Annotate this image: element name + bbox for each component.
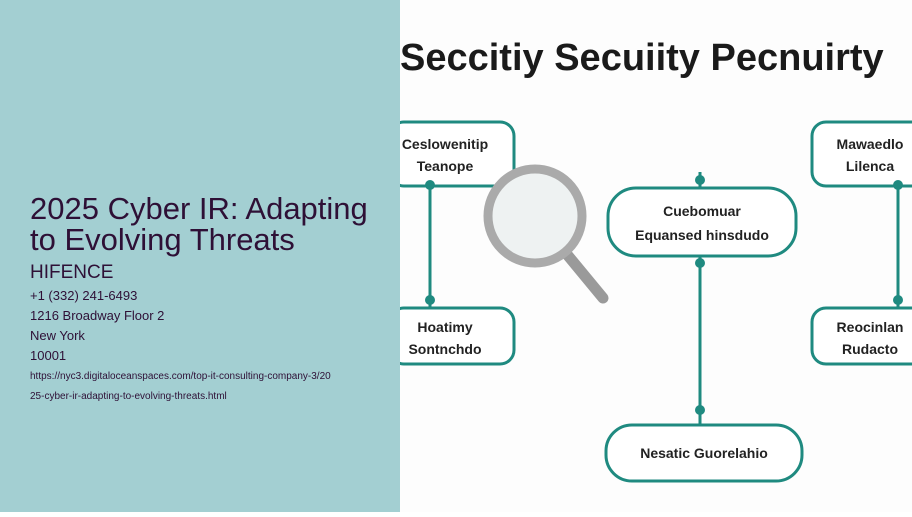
- box-center-line2: Equansed hinsdudo: [635, 227, 769, 243]
- magnifier-icon: [483, 164, 609, 304]
- city: New York: [30, 328, 85, 343]
- url-line-1[interactable]: https://nyc3.digitaloceanspaces.com/top-…: [30, 371, 331, 382]
- diagram-heading: Seccitiy Secuiity Pecnuirty: [400, 37, 884, 79]
- box-mid-left-line1: Hoatimy: [417, 319, 472, 335]
- box-top-left-line2: Teanope: [417, 158, 474, 174]
- info-panel: 2025 Cyber IR: Adapting to Evolving Thre…: [0, 0, 400, 512]
- box-top-right-line1: Mawaedlo: [837, 136, 904, 152]
- box-top-left-line1: Ceslowenitip: [402, 136, 488, 152]
- box-mid-right-line1: Reocinlan: [837, 319, 904, 335]
- street-address: 1216 Broadway Floor 2: [30, 308, 165, 323]
- box-mid-right-line2: Rudacto: [842, 341, 898, 357]
- url-line-2[interactable]: 25-cyber-ir-adapting-to-evolving-threats…: [30, 391, 227, 402]
- box-top-right-line2: Lilenca: [846, 158, 894, 174]
- page-title: 2025 Cyber IR: Adapting to Evolving Thre…: [30, 191, 368, 257]
- box-mid-left-line2: Sontnchdo: [408, 341, 481, 357]
- diagram-image: Seccitiy Secuiity Pecnuirty Ceslowenitip…: [388, 0, 912, 512]
- phone-number: +1 (332) 241-6493: [30, 288, 138, 303]
- zip-code: 10001: [30, 348, 67, 363]
- company-name: HIFENCE: [30, 262, 114, 283]
- box-center-line1: Cuebomuar: [663, 203, 741, 219]
- box-bottom-label: Nesatic Guorelahio: [640, 445, 768, 461]
